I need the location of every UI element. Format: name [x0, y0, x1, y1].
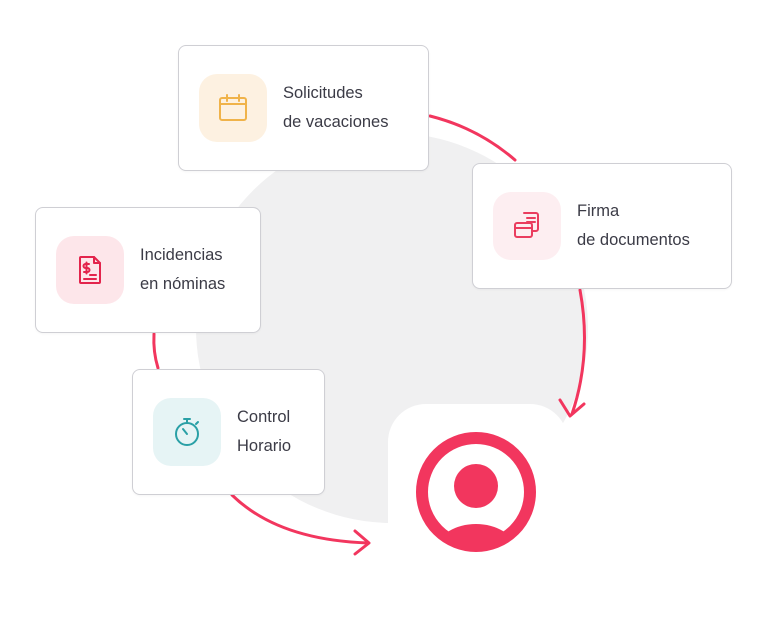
- card-time-line2: Horario: [237, 437, 292, 455]
- card-vacation-line1: Solicitudes: [283, 84, 363, 102]
- calendar-tile: [199, 74, 267, 142]
- arrow-segment-top: [428, 114, 517, 162]
- arrow-segment-left: [152, 332, 160, 370]
- payroll-tile: [56, 236, 124, 304]
- arrow-segment-bottom: [230, 493, 370, 545]
- arrowhead-bottom: [353, 529, 371, 556]
- card-time-line1: Control: [237, 408, 291, 426]
- card-vacation-line2: de vacaciones: [283, 113, 389, 131]
- arrowhead-right: [558, 398, 586, 418]
- card-documents-line1: Firma: [577, 202, 620, 220]
- payroll-document-icon: [79, 256, 101, 284]
- card-payroll-line2: en nóminas: [140, 275, 226, 293]
- arrow-segment-right: [570, 288, 586, 416]
- documents-icon: [514, 212, 539, 238]
- user-avatar-icon: [416, 432, 536, 552]
- calendar-icon: [219, 94, 247, 121]
- card-vacation-requests: Solicitudes de vacaciones: [178, 45, 429, 171]
- card-documents-line2: de documentos: [577, 231, 690, 249]
- stopwatch-tile: [153, 398, 221, 466]
- card-time-tracking: Control Horario: [132, 369, 325, 495]
- documents-tile: [493, 192, 561, 260]
- card-document-signing: Firma de documentos: [472, 163, 732, 289]
- stopwatch-icon: [175, 418, 199, 446]
- card-payroll-line1: Incidencias: [140, 246, 223, 264]
- card-payroll-incidents: Incidencias en nóminas: [35, 207, 261, 333]
